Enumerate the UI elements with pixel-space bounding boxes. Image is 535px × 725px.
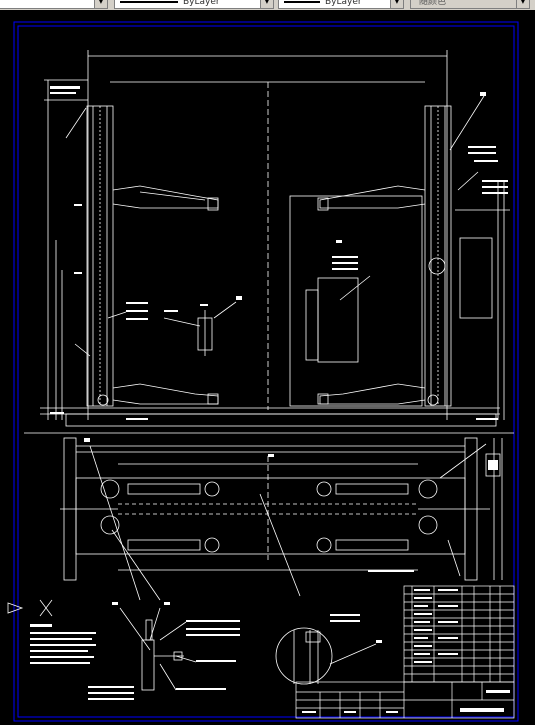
plotstyle-dropdown[interactable]: 随颜色 ▼ [410, 0, 530, 9]
cad-drawing-canvas[interactable] [0, 10, 535, 725]
technical-notes-block [30, 624, 134, 700]
lineweight-value: ByLayer [325, 0, 362, 7]
sheet-outer-border [13, 21, 519, 722]
plan-annotation-blocks [84, 438, 498, 572]
linetype-dropdown[interactable]: ByLayer ▼ [114, 0, 274, 9]
lineweight-dropdown[interactable]: ByLayer ▼ [278, 0, 404, 9]
chevron-down-icon[interactable]: ▼ [94, 0, 107, 8]
front-elevation-view [40, 50, 510, 427]
color-dropdown[interactable]: ▼ [0, 0, 108, 9]
detail-view-a [119, 607, 197, 691]
detail-a-labels [112, 602, 240, 690]
title-block-text [302, 589, 510, 713]
detail-b-labels [330, 614, 382, 643]
annotation-text-blocks [50, 86, 508, 420]
title-block [295, 681, 515, 719]
chevron-down-icon[interactable]: ▼ [516, 0, 529, 8]
linetype-swatch [120, 1, 178, 3]
chevron-down-icon[interactable]: ▼ [260, 0, 273, 8]
chevron-down-icon[interactable]: ▼ [390, 0, 403, 8]
linetype-value: ByLayer [183, 0, 220, 7]
section-marker [7, 599, 53, 617]
plotstyle-value: 随颜色 [419, 0, 447, 7]
sheet-inner-border [17, 25, 515, 718]
lineweight-swatch [284, 1, 320, 3]
detail-view-b [275, 627, 377, 685]
